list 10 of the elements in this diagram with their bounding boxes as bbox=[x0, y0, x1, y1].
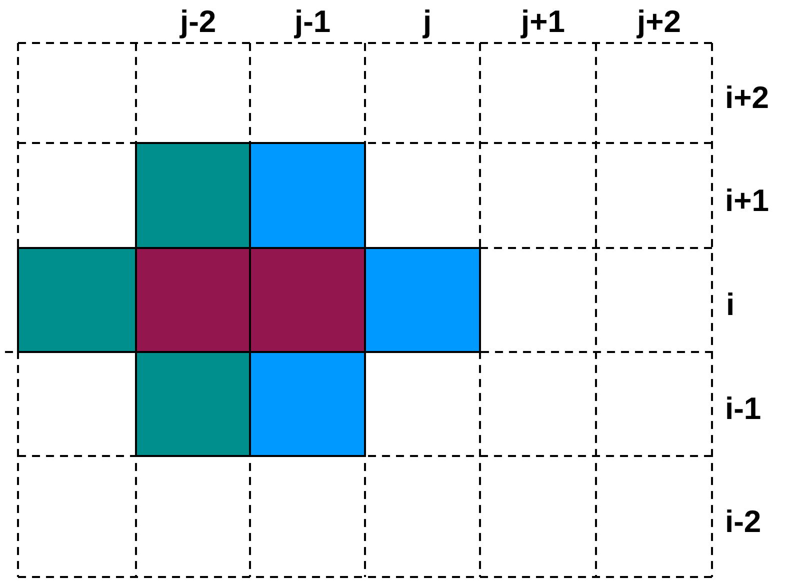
column-label: j bbox=[423, 5, 432, 39]
column-label: j-1 bbox=[294, 5, 331, 39]
row-label: i+2 bbox=[725, 81, 769, 115]
column-label: j+1 bbox=[521, 5, 565, 39]
row-label: i-2 bbox=[725, 504, 762, 538]
column-label: j+2 bbox=[637, 5, 681, 39]
row-label: i bbox=[726, 288, 735, 322]
row-label: i+1 bbox=[725, 184, 769, 218]
column-label: j-2 bbox=[180, 5, 216, 39]
row-label: i-1 bbox=[725, 392, 762, 426]
